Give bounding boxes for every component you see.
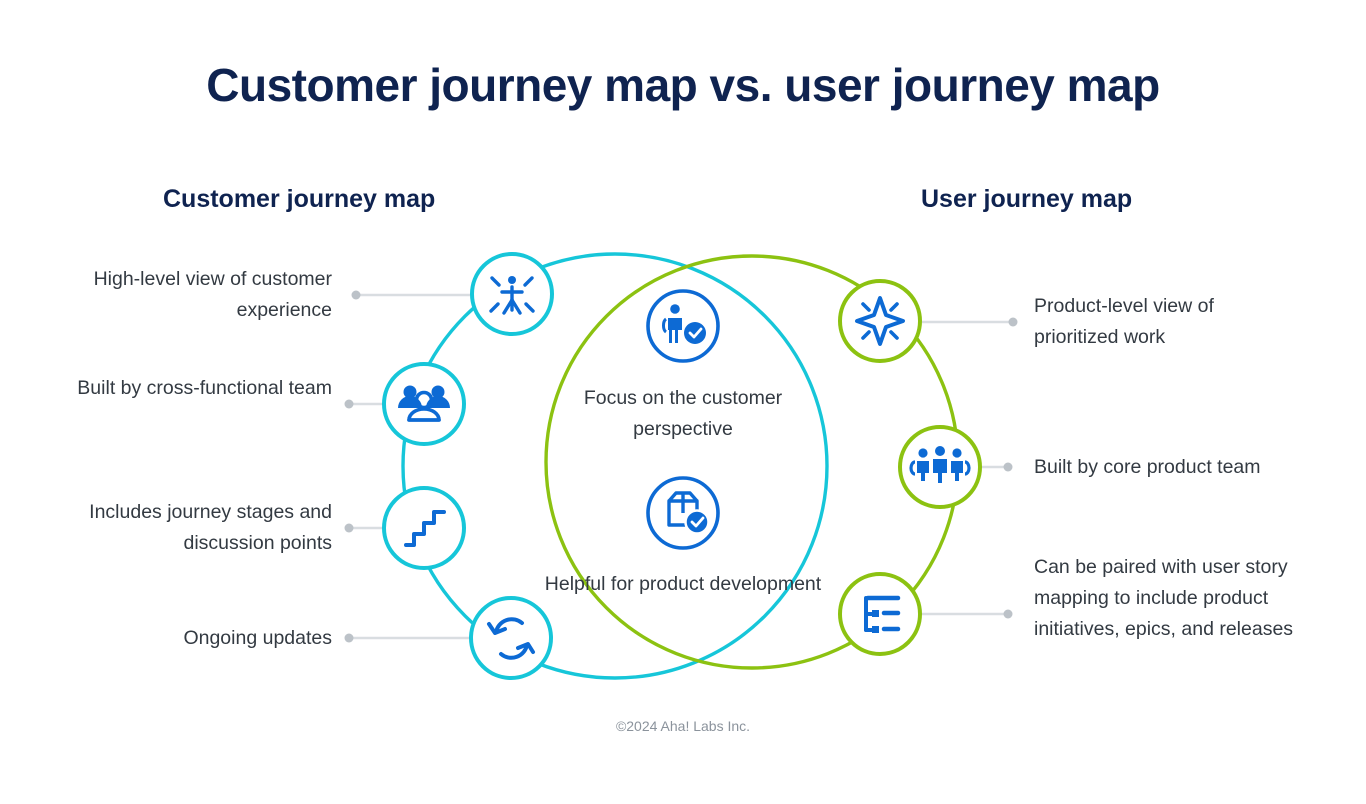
center-item-label-1: Focus on the customer perspective	[583, 387, 783, 440]
badge-package-check[interactable]	[646, 476, 720, 550]
connector-lines-right	[915, 317, 1018, 619]
badge-person-radiating[interactable]	[470, 252, 554, 336]
connector-dot	[1003, 609, 1013, 619]
badge-refresh-sync[interactable]	[469, 596, 553, 680]
badge-sparkle-star[interactable]	[838, 279, 922, 363]
left-item-label-3: Includes journey stages and discussion p…	[89, 501, 332, 554]
copyright-footer: ©2024 Aha! Labs Inc.	[615, 718, 751, 734]
connector-dot	[344, 523, 354, 533]
connector-dot	[1008, 317, 1018, 327]
column-heading-user-journey-map: User journey map	[921, 185, 1133, 213]
connector-dot	[1003, 462, 1013, 472]
badge-stairs-steps[interactable]	[382, 486, 466, 570]
venn-circle-user-journey-map	[544, 254, 960, 670]
connector-dot	[344, 633, 354, 643]
center-item-label-2: Helpful for product development	[544, 573, 822, 595]
left-item-label-4: Ongoing updates	[183, 627, 332, 649]
badge-three-people-standing[interactable]	[898, 425, 982, 509]
badge-hierarchy-list[interactable]	[838, 572, 922, 656]
venn-circle-customer-journey-map	[401, 252, 829, 680]
connector-dot	[351, 290, 361, 300]
right-item-label-3: Can be paired with user story mapping to…	[1034, 556, 1294, 640]
badge-people-group[interactable]	[382, 362, 466, 446]
connector-dot	[344, 399, 354, 409]
badge-person-check[interactable]	[646, 289, 720, 363]
connector-lines-left	[344, 290, 485, 643]
left-item-label-2: Built by cross-functional team	[77, 377, 332, 399]
page-title: Customer journey map vs. user journey ma…	[206, 59, 1160, 111]
right-item-label-1: Product-level view of prioritized work	[1034, 295, 1214, 348]
left-item-label-1: High-level view of customer experience	[93, 268, 332, 321]
column-heading-customer-journey-map: Customer journey map	[163, 185, 436, 213]
right-item-label-2: Built by core product team	[1034, 456, 1261, 478]
